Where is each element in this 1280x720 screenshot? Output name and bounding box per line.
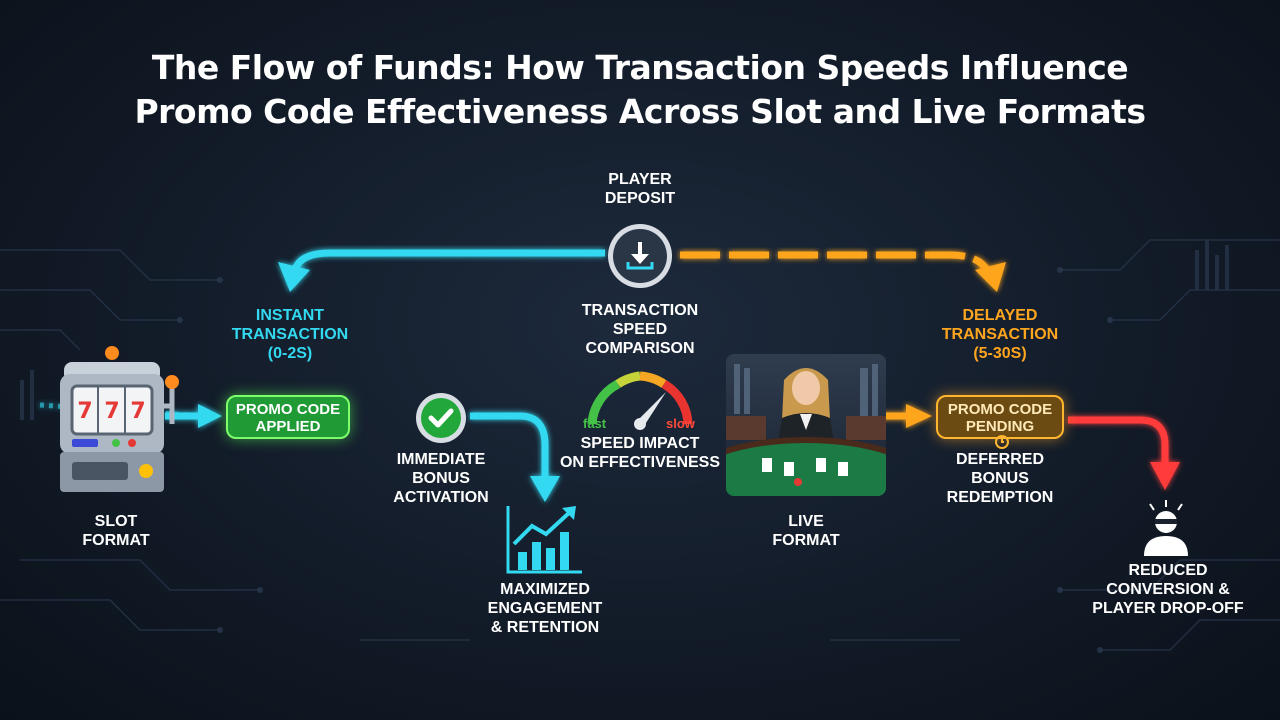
impact-line-1: SPEED IMPACT xyxy=(580,435,700,452)
slot-machine-icon: 7 7 7 xyxy=(56,344,180,500)
engagement-label: MAXIMIZED ENGAGEMENT & RETENTION xyxy=(470,580,620,637)
comparison-line-3: COMPARISON xyxy=(585,340,695,357)
gauge-slow-label: slow xyxy=(666,416,695,431)
download-icon xyxy=(606,222,674,290)
promo-code-applied-badge: PROMO CODE APPLIED xyxy=(226,395,350,439)
slot-format-label: SLOT FORMAT xyxy=(56,512,176,550)
promo-code-pending-badge: PROMO CODE PENDING xyxy=(936,395,1064,449)
pending-line-2: PENDING xyxy=(965,418,1035,435)
applied-line-2: APPLIED xyxy=(255,418,321,435)
live-format-label: LIVE FORMAT xyxy=(746,512,866,550)
delayed-transaction-label: DELAYED TRANSACTION (5-30s) xyxy=(925,306,1075,363)
check-to-engagement-arrow xyxy=(470,412,560,502)
svg-text:7: 7 xyxy=(77,399,92,424)
slot-format-line-1: SLOT xyxy=(94,513,138,530)
pending-line-1: PROMO CODE xyxy=(947,401,1053,418)
checkmark-icon xyxy=(414,391,468,445)
delayed-line-1: DELAYED xyxy=(962,307,1038,324)
instant-line-1: INSTANT xyxy=(255,307,325,324)
title-line-2: Promo Code Effectiveness Across Slot and… xyxy=(134,92,1146,131)
live-format-line-1: LIVE xyxy=(788,513,824,530)
deferred-line-1: DEFERRED xyxy=(955,451,1044,468)
immediate-line-2: BONUS xyxy=(412,470,470,487)
comparison-line-1: TRANSACTION xyxy=(581,302,699,319)
delayed-line-2: TRANSACTION xyxy=(941,326,1059,343)
page-title: The Flow of Funds: How Transaction Speed… xyxy=(60,46,1220,134)
immediate-line-3: ACTIVATION xyxy=(393,489,489,506)
svg-text:7: 7 xyxy=(130,399,145,424)
player-deposit-line-2: DEPOSIT xyxy=(604,190,676,207)
impact-line-2: ON EFFECTIVENESS xyxy=(559,454,721,471)
growth-chart-icon xyxy=(504,504,584,576)
engagement-line-2: ENGAGEMENT xyxy=(487,600,603,617)
comparison-line-2: SPEED xyxy=(612,321,668,338)
immediate-line-1: IMMEDIATE xyxy=(396,451,486,468)
slot-format-line-2: FORMAT xyxy=(82,532,150,549)
deferred-bonus-label: DEFERRED BONUS REDEMPTION xyxy=(930,450,1070,507)
instant-transaction-label: INSTANT TRANSACTION (0-2s) xyxy=(215,306,365,363)
dropoff-line-2: CONVERSION & xyxy=(1106,581,1230,598)
clock-icon xyxy=(995,435,1009,449)
deferred-line-3: REDEMPTION xyxy=(946,489,1054,506)
delayed-line-3: (5-30s) xyxy=(973,345,1027,362)
speed-comparison-label: TRANSACTION SPEED COMPARISON xyxy=(565,301,715,358)
instant-arrow xyxy=(278,249,605,292)
engagement-line-3: & RETENTION xyxy=(490,619,600,636)
svg-text:7: 7 xyxy=(104,399,119,424)
engagement-line-1: MAXIMIZED xyxy=(500,581,590,598)
frustrated-player-icon xyxy=(1136,500,1196,556)
immediate-bonus-label: IMMEDIATE BONUS ACTIVATION xyxy=(376,450,506,507)
speed-impact-label: SPEED IMPACT ON EFFECTIVENESS xyxy=(555,434,725,472)
player-deposit-line-1: PLAYER xyxy=(608,171,672,188)
gauge-fast-label: fast xyxy=(583,416,607,431)
delayed-arrow xyxy=(680,251,1006,292)
live-format-line-2: FORMAT xyxy=(772,532,840,549)
pending-to-dropoff-arrow xyxy=(1068,416,1180,490)
dropoff-label: REDUCED CONVERSION & PLAYER DROP-OFF xyxy=(1080,561,1256,618)
speedometer-icon xyxy=(578,362,702,434)
applied-line-1: PROMO CODE xyxy=(235,401,341,418)
deferred-line-2: BONUS xyxy=(971,470,1029,487)
live-dealer-icon xyxy=(726,354,886,496)
instant-line-2: TRANSACTION xyxy=(231,326,349,343)
instant-line-3: (0-2s) xyxy=(267,345,313,362)
player-deposit-label: PLAYER DEPOSIT xyxy=(575,170,705,208)
dropoff-line-3: PLAYER DROP-OFF xyxy=(1092,600,1244,617)
dropoff-line-1: REDUCED xyxy=(1128,562,1208,579)
title-line-1: The Flow of Funds: How Transaction Speed… xyxy=(151,48,1129,87)
